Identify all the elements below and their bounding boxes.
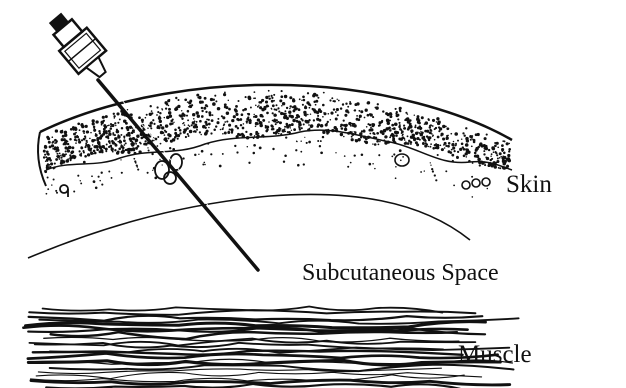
dermis-dots [46, 136, 489, 198]
skin-label: Skin [506, 171, 552, 198]
skin-left-edge [38, 132, 46, 186]
subcutaneous-label: Subcutaneous Space [302, 260, 499, 286]
syringe-needle-icon [41, 6, 258, 270]
muscle-fibre [29, 316, 483, 321]
hair-follicle-icon [60, 185, 68, 197]
muscle-fibre [46, 384, 460, 388]
sweat-gland-icon [462, 178, 490, 189]
muscle-label: Muscle [458, 341, 532, 368]
muscle-layer [23, 307, 518, 388]
subcutaneous-boundary [28, 194, 470, 258]
muscle-fibre [28, 353, 498, 358]
sweat-gland-icon [395, 154, 409, 166]
skin-layer [38, 85, 512, 198]
muscle-fibre [31, 375, 465, 382]
